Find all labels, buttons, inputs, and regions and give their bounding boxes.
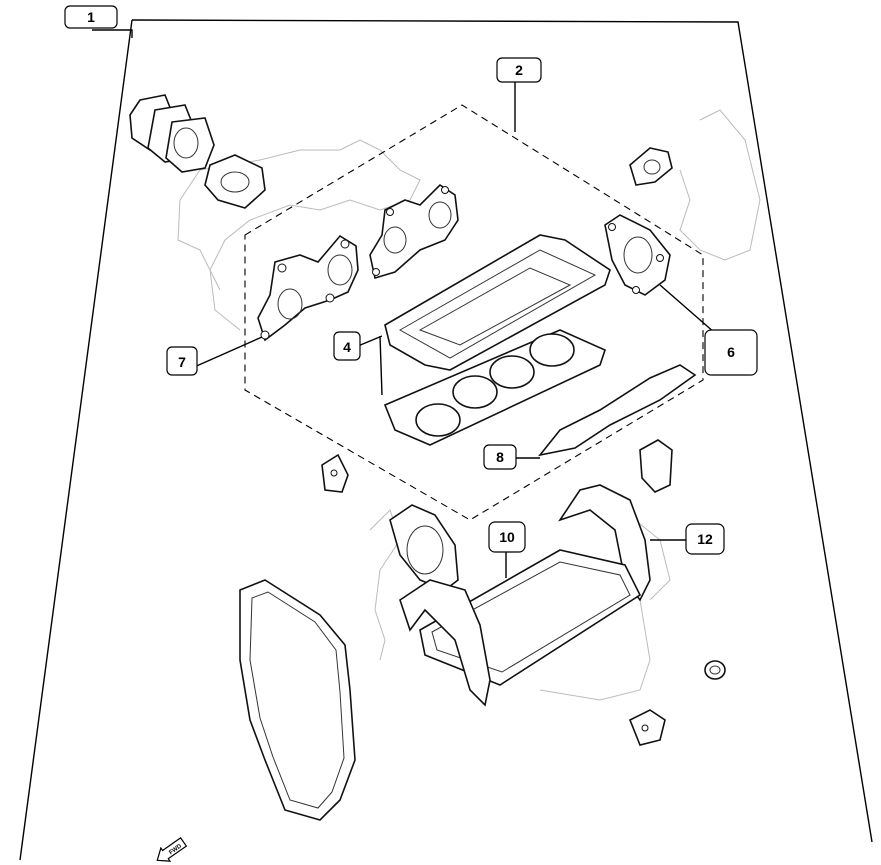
manifold-gasket-2 [369, 183, 459, 280]
subkit-dashed-outline [244, 104, 704, 521]
small-gasket-bottom [628, 709, 666, 746]
callout-7: 7 [166, 346, 198, 376]
engine-outline [177, 109, 761, 701]
svg-text:10: 10 [499, 529, 515, 545]
timing-cover-gasket-upper [389, 504, 459, 591]
svg-text:2: 2 [515, 62, 523, 78]
leader-lines [92, 29, 716, 578]
callout-4: 4 [333, 331, 361, 361]
callout-2: 2 [496, 57, 542, 83]
svg-text:6: 6 [727, 344, 735, 360]
svg-text:4: 4 [343, 339, 351, 355]
callout-10: 10 [488, 521, 526, 553]
svg-text:1: 1 [87, 9, 95, 25]
small-gasket-center [321, 453, 349, 493]
side-cover-gasket [239, 579, 356, 821]
exhaust-manifold-gasket [257, 234, 359, 342]
water-pump-gasket [604, 214, 671, 296]
svg-text:8: 8 [496, 449, 504, 465]
svg-text:12: 12 [697, 531, 713, 547]
small-cover-gasket [639, 439, 673, 493]
oil-pan-gasket [399, 549, 642, 707]
oil-seal-ring [704, 660, 726, 680]
valve-cover-gasket [384, 234, 611, 371]
callout-12: 12 [685, 523, 725, 555]
rocker-gasket-strip [538, 364, 697, 457]
callout-6: 6 [704, 329, 758, 376]
callout-8: 8 [483, 444, 517, 470]
thermostat-gasket [629, 147, 673, 186]
forward-arrow-icon: FWD [156, 837, 188, 862]
svg-text:7: 7 [178, 354, 186, 370]
kit-frame [19, 19, 873, 861]
callout-1: 1 [64, 5, 118, 29]
intake-gaskets [129, 94, 266, 209]
cylinder-head-gasket [383, 329, 606, 446]
